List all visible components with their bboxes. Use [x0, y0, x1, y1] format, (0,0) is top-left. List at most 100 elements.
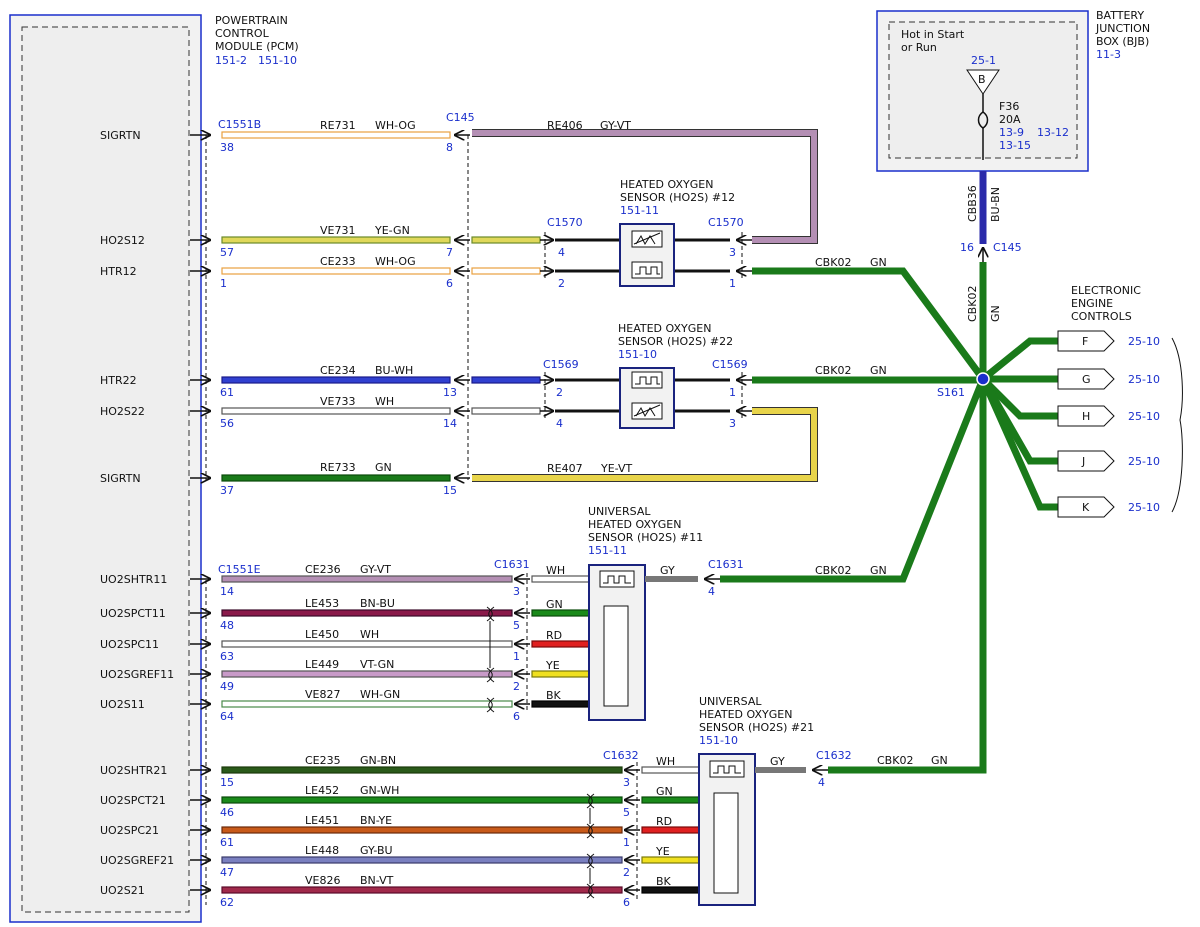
svg-text:J: J [1081, 455, 1085, 468]
svg-text:GN: GN [870, 364, 887, 377]
svg-text:151-11: 151-11 [620, 204, 659, 217]
svg-text:BU-WH: BU-WH [375, 364, 413, 377]
svg-text:WH: WH [375, 395, 394, 408]
uho2s21-title: UNIVERSAL HEATED OXYGEN SENSOR (HO2S) #2… [603, 695, 852, 762]
svg-text:SENSOR (HO2S) #21: SENSOR (HO2S) #21 [699, 721, 814, 734]
svg-text:C1570: C1570 [547, 216, 583, 229]
svg-text:151-10: 151-10 [699, 734, 738, 747]
svg-text:WH-OG: WH-OG [375, 119, 416, 132]
svg-text:CE233: CE233 [320, 255, 356, 268]
svg-text:CE236: CE236 [305, 563, 341, 576]
svg-text:BK: BK [546, 689, 562, 702]
svg-text:25-1: 25-1 [971, 54, 996, 67]
svg-text:47: 47 [220, 866, 234, 879]
svg-text:CBB36: CBB36 [966, 185, 979, 222]
svg-text:VT-GN: VT-GN [360, 658, 394, 671]
svg-text:HTR12: HTR12 [100, 265, 137, 278]
svg-text:GY-VT: GY-VT [600, 119, 631, 132]
svg-text:C1570: C1570 [708, 216, 744, 229]
svg-text:C1569: C1569 [543, 358, 579, 371]
svg-text:GY-VT: GY-VT [360, 563, 391, 576]
svg-text:MODULE (PCM): MODULE (PCM) [215, 40, 299, 53]
svg-text:WH: WH [546, 564, 565, 577]
svg-text:4: 4 [818, 776, 825, 789]
row-htr22-61: HTR22 61 CE234 BU-WH 13 [100, 364, 541, 399]
svg-text:151-10: 151-10 [618, 348, 657, 361]
c1551e-label: C1551E [218, 563, 261, 576]
svg-text:2: 2 [623, 866, 630, 879]
svg-text:SENSOR (HO2S) #12: SENSOR (HO2S) #12 [620, 191, 735, 204]
bjb-box: BATTERY JUNCTION BOX (BJB) 11-3 Hot in S… [876, 9, 1150, 172]
svg-text:BATTERY: BATTERY [1096, 9, 1144, 22]
svg-text:RE407: RE407 [547, 462, 583, 475]
svg-text:or Run: or Run [901, 41, 937, 54]
svg-text:UO2SPCT11: UO2SPCT11 [100, 607, 166, 620]
svg-text:GY-BU: GY-BU [360, 844, 393, 857]
svg-text:GN: GN [870, 256, 887, 269]
svg-text:VE826: VE826 [305, 874, 340, 887]
svg-text:61: 61 [220, 386, 234, 399]
svg-text:25-10: 25-10 [1128, 501, 1160, 514]
svg-text:1: 1 [220, 277, 227, 290]
svg-text:RE406: RE406 [547, 119, 583, 132]
svg-text:UO2S21: UO2S21 [100, 884, 145, 897]
svg-text:UO2SPC21: UO2SPC21 [100, 824, 159, 837]
svg-text:HEATED OXYGEN: HEATED OXYGEN [620, 178, 713, 191]
svg-text:13-9: 13-9 [999, 126, 1024, 139]
svg-text:61: 61 [220, 836, 234, 849]
svg-text:GN: GN [989, 305, 1002, 322]
svg-text:LE451: LE451 [305, 814, 339, 827]
svg-text:C1569: C1569 [712, 358, 748, 371]
svg-text:GN: GN [931, 754, 948, 767]
svg-text:151-10: 151-10 [258, 54, 297, 67]
svg-text:HEATED OXYGEN: HEATED OXYGEN [588, 518, 681, 531]
svg-text:1: 1 [513, 650, 520, 663]
svg-text:CBK02: CBK02 [815, 564, 851, 577]
svg-text:WH-OG: WH-OG [375, 255, 416, 268]
svg-text:2: 2 [558, 277, 565, 290]
svg-text:HO2S12: HO2S12 [100, 234, 145, 247]
svg-text:13-12: 13-12 [1037, 126, 1069, 139]
svg-text:2: 2 [513, 680, 520, 693]
svg-text:CBK02: CBK02 [815, 256, 851, 269]
wire-re407: RE407 YE-VT [472, 407, 818, 482]
svg-text:13: 13 [443, 386, 457, 399]
svg-text:VE827: VE827 [305, 688, 340, 701]
svg-text:YE: YE [655, 845, 670, 858]
svg-text:CBK02: CBK02 [815, 364, 851, 377]
svg-text:25-10: 25-10 [1128, 410, 1160, 423]
row-sigrtn-37: SIGRTN 37 RE733 GN 15 [100, 461, 470, 497]
svg-text:BN-BU: BN-BU [360, 597, 395, 610]
svg-text:13-15: 13-15 [999, 139, 1031, 152]
svg-text:7: 7 [446, 246, 453, 259]
svg-text:LE448: LE448 [305, 844, 339, 857]
svg-text:3: 3 [513, 585, 520, 598]
svg-text:SENSOR (HO2S) #11: SENSOR (HO2S) #11 [588, 531, 703, 544]
svg-text:3: 3 [729, 417, 736, 430]
svg-text:GY: GY [770, 755, 785, 768]
svg-text:6: 6 [513, 710, 520, 723]
svg-text:4: 4 [558, 246, 565, 259]
wire-re406: RE406 GY-VT [472, 119, 818, 244]
svg-text:F: F [1082, 335, 1088, 348]
eec-connectors: ELECTRONIC ENGINE CONTROLS F 25-10 G 25-… [1057, 284, 1183, 518]
svg-text:UO2SGREF11: UO2SGREF11 [100, 668, 174, 681]
svg-text:LE452: LE452 [305, 784, 339, 797]
svg-text:VE733: VE733 [320, 395, 355, 408]
svg-text:VE731: VE731 [320, 224, 355, 237]
svg-text:16: 16 [960, 241, 974, 254]
svg-text:LE453: LE453 [305, 597, 339, 610]
svg-text:15: 15 [220, 776, 234, 789]
svg-text:H: H [1082, 410, 1090, 423]
svg-text:CBK02: CBK02 [966, 286, 979, 322]
svg-text:8: 8 [446, 141, 453, 154]
svg-text:UO2SGREF21: UO2SGREF21 [100, 854, 174, 867]
svg-text:JUNCTION: JUNCTION [1095, 22, 1150, 35]
svg-text:GY: GY [660, 564, 675, 577]
svg-text:UNIVERSAL: UNIVERSAL [699, 695, 762, 708]
svg-text:2: 2 [556, 386, 563, 399]
svg-text:UNIVERSAL: UNIVERSAL [588, 505, 651, 518]
svg-text:WH: WH [360, 628, 379, 641]
svg-text:GN: GN [375, 461, 392, 474]
